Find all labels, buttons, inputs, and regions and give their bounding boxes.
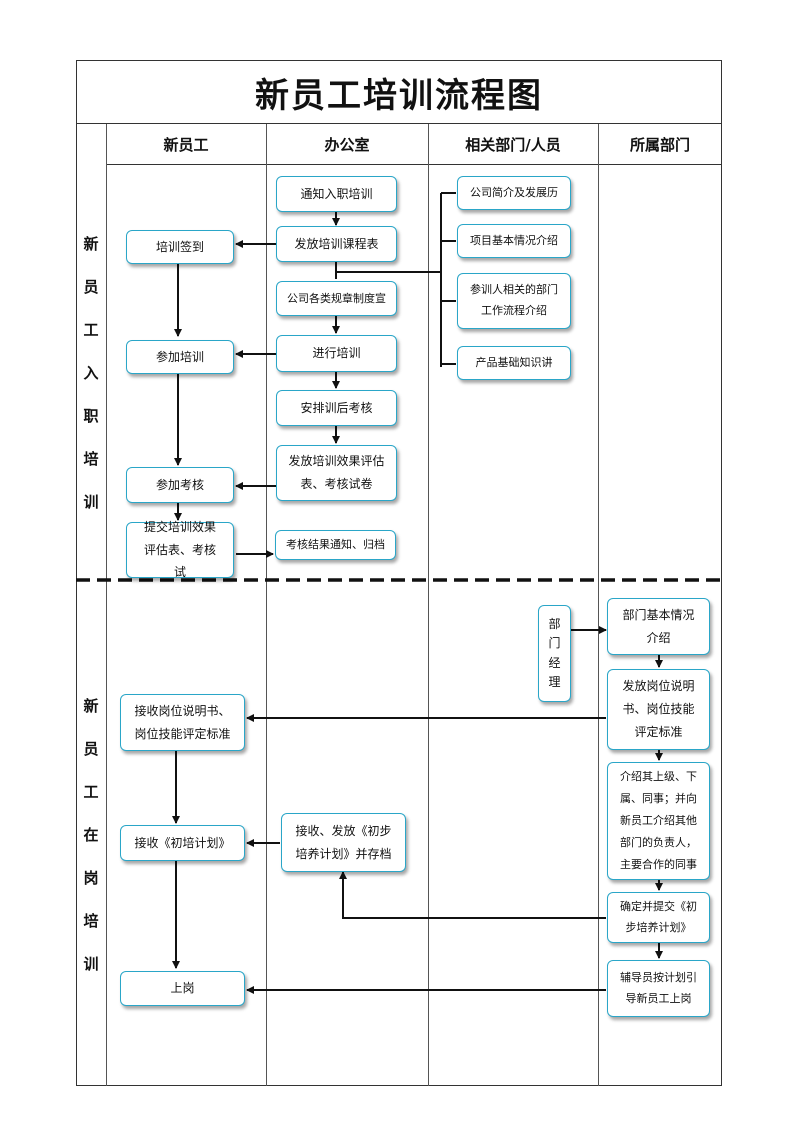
diagram-title: 新员工培训流程图 xyxy=(255,75,543,116)
phase-label-onboarding: 新 员 工 入 职 培 训 xyxy=(83,234,99,511)
node-attend-exam: 参加考核 xyxy=(126,467,234,503)
node-intro-colleagues: 介绍其上级、下属、同事；并向新员工介绍其他部门的负责人，主要合作的同事 xyxy=(607,762,710,880)
node-conduct-training: 进行培训 xyxy=(276,335,397,372)
node-attend-training: 参加培训 xyxy=(126,340,234,374)
node-receive-issue-plan: 接收、发放《初步培养计划》并存档 xyxy=(281,813,406,872)
node-issue-schedule: 发放培训课程表 xyxy=(276,226,397,262)
column-header-own-dept: 所属部门 xyxy=(629,135,690,154)
node-guide-onboard: 辅导员按计划引导新员工上岗 xyxy=(607,960,710,1017)
node-result-notice: 考核结果通知、归档 xyxy=(275,530,396,560)
node-company-intro: 公司简介及发展历 xyxy=(457,176,571,210)
node-receive-job-desc: 接收岗位说明书、岗位技能评定标准 xyxy=(120,694,245,751)
node-arrange-exam: 安排训后考核 xyxy=(276,390,397,426)
node-on-duty: 上岗 xyxy=(120,971,245,1006)
node-dept-workflow: 参训人相关的部门工作流程介绍 xyxy=(457,273,571,329)
column-header-new-employee: 新员工 xyxy=(163,135,209,154)
column-divider-1 xyxy=(266,124,267,1086)
node-issue-job-desc: 发放岗位说明书、岗位技能评定标准 xyxy=(607,669,710,750)
node-company-rules: 公司各类规章制度宣 xyxy=(276,281,397,316)
node-sign-in: 培训签到 xyxy=(126,230,234,264)
node-project-info: 项目基本情况介绍 xyxy=(457,224,571,258)
node-submit-evaluation: 提交培训效果评估表、考核试 xyxy=(126,520,234,579)
node-dept-intro: 部门基本情况介绍 xyxy=(607,598,710,655)
phase-label-on-job: 新 员 工 在 岗 培 训 xyxy=(83,696,99,973)
node-dept-manager: 部 门 经 理 xyxy=(538,605,571,702)
column-divider-2 xyxy=(428,124,429,1086)
node-product-knowledge: 产品基础知识讲 xyxy=(457,346,571,380)
node-notify-training: 通知入职培训 xyxy=(276,176,397,212)
column-header-office: 办公室 xyxy=(324,135,370,154)
node-receive-plan: 接收《初培计划》 xyxy=(120,825,245,861)
column-header-related-dept: 相关部门/人员 xyxy=(465,135,561,154)
column-divider-3 xyxy=(598,124,599,1086)
node-issue-evaluation: 发放培训效果评估表、考核试卷 xyxy=(276,445,397,501)
header-divider xyxy=(106,164,722,165)
title-divider xyxy=(76,123,722,124)
phase-column-divider xyxy=(106,124,107,1086)
diagram-frame xyxy=(76,60,722,1086)
node-confirm-plan: 确定并提交《初步培养计划》 xyxy=(607,892,710,943)
